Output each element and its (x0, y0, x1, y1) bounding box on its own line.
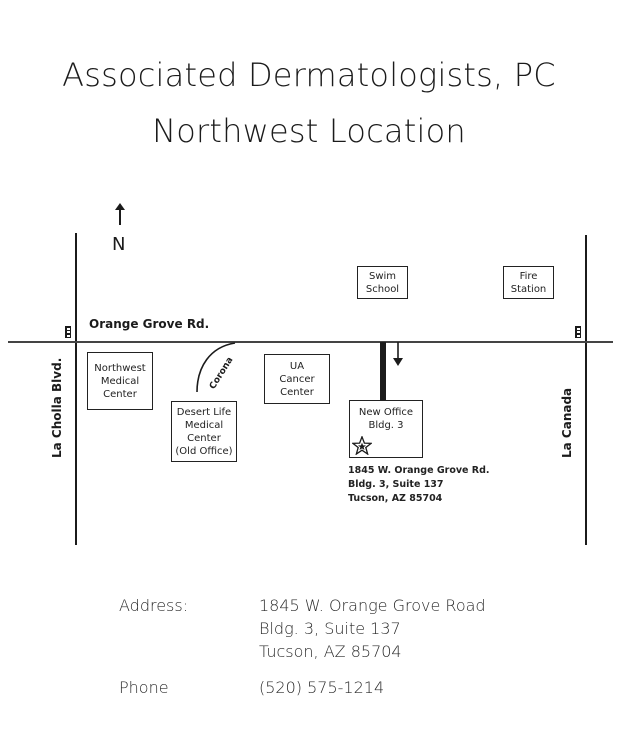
title-line-location: Northwest Location (152, 112, 466, 150)
road-la-canada (585, 235, 587, 545)
address-label: Address: (119, 596, 189, 615)
phone-label: Phone (119, 678, 169, 697)
traffic-signal-icon (65, 326, 71, 338)
star-icon (352, 436, 372, 455)
road-label-la-canada: La Canada (560, 387, 574, 458)
landmark-ua-cancer-center: UA Cancer Center (264, 354, 330, 404)
north-arrow-icon (115, 203, 125, 225)
landmark-swim-school: Swim School (357, 266, 408, 299)
address-value: 1845 W. Orange Grove Road Bldg. 3, Suite… (259, 596, 486, 661)
entrance-arrow-icon (393, 342, 403, 366)
road-orange-grove (8, 341, 613, 343)
compass-north-label: N (112, 234, 126, 255)
landmark-desert-life-medical-center: Desert Life Medical Center (Old Office) (171, 401, 237, 462)
map-address: 1845 W. Orange Grove Rd. Bldg. 3, Suite … (348, 465, 490, 504)
landmark-northwest-medical-center: Northwest Medical Center (87, 352, 153, 410)
road-label-orange-grove: Orange Grove Rd. (89, 317, 210, 331)
title-line-practice: Associated Dermatologists, PC (62, 56, 556, 94)
landmark-fire-station: Fire Station (503, 266, 554, 299)
road-label-la-cholla: La Cholla Blvd. (50, 357, 64, 458)
traffic-signal-icon (575, 326, 581, 338)
driveway (380, 342, 386, 401)
road-la-cholla-blvd (75, 233, 77, 545)
phone-number[interactable]: (520) 575-1214 (259, 678, 385, 697)
road-corona (196, 342, 236, 392)
